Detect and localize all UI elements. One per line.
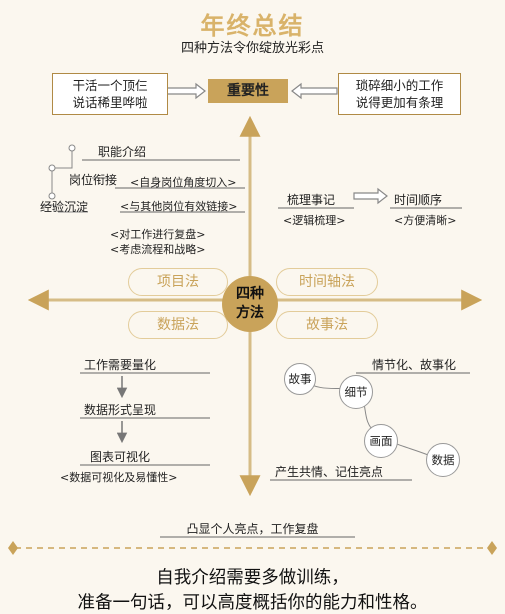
footer-line-2: 准备一句话，可以高度概括你的能力和性格。 [77, 593, 428, 613]
data-method-pill: 数据法 [128, 311, 228, 339]
time-order-note: <方便清晰> [394, 214, 457, 227]
footer-line-1: 自我介绍需要多做训练， [156, 568, 349, 588]
plot-label: 情节化、故事化 [372, 358, 457, 372]
picture-circle: 画面 [364, 424, 398, 458]
data-step-3: 图表可视化 [90, 450, 151, 464]
story-method-pill: 故事法 [276, 311, 378, 339]
project-method-pill: 项目法 [128, 268, 228, 296]
experience-note: <与其他岗位有效链接> [120, 200, 238, 213]
job-handover-note: <自身岗位角度切入> [130, 176, 237, 189]
sort-events-label: 梳理事记 [287, 193, 336, 207]
review-note-1: <对工作进行复盘> [110, 228, 206, 241]
right-importance-box: 琐碎细小的工作 说得更加有条理 [338, 73, 461, 115]
left-importance-box: 干活一个顶仨 说话稀里哗啦 [52, 73, 168, 115]
sort-events-note: <逻辑梳理> [283, 214, 346, 227]
time-order-label: 时间顺序 [394, 193, 443, 207]
left-importance-line2: 说话稀里哗啦 [72, 95, 148, 110]
right-hollow-arrow [291, 82, 338, 100]
experience-label: 经验沉淀 [40, 200, 89, 214]
data-circle: 数据 [426, 443, 460, 477]
right-importance-line2: 说得更加有条理 [355, 95, 444, 110]
hub-line2: 方法 [236, 305, 264, 321]
review-note-2: <考虑流程和战略> [110, 243, 206, 256]
detail-circle: 细节 [339, 375, 373, 409]
right-importance-line1: 琐碎细小的工作 [355, 78, 444, 93]
data-step-1: 工作需要量化 [84, 358, 157, 372]
data-step-2: 数据形式呈现 [84, 403, 157, 417]
resonance-label: 产生共情、记住亮点 [275, 465, 384, 479]
job-intro-label: 职能介绍 [98, 145, 147, 159]
page-title: 年终总结 [200, 12, 305, 40]
four-methods-hub: 四种 方法 [222, 276, 278, 332]
data-step-3-note: <数据可视化及易懂性> [60, 471, 178, 484]
left-importance-line1: 干活一个顶仨 [72, 78, 148, 93]
story-circle: 故事 [284, 363, 316, 395]
importance-label: 重要性 [208, 79, 288, 103]
hub-line1: 四种 [236, 286, 264, 302]
timeline-method-pill: 时间轴法 [276, 268, 378, 296]
job-handover-label: 岗位衔接 [69, 173, 118, 187]
page-subtitle: 四种方法令你绽放光彩点 [180, 41, 324, 56]
highlight-summary: 凸显个人亮点，工作复盘 [186, 522, 319, 536]
